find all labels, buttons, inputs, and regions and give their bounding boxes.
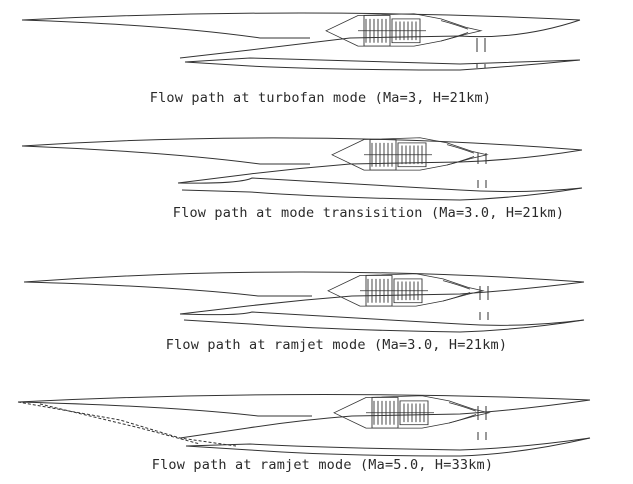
- caption-ramjet-mode-ma5: Flow path at ramjet mode (Ma=5.0, H=33km…: [151, 457, 494, 473]
- caption-turbofan-mode: Flow path at turbofan mode (Ma=3, H=21km…: [149, 90, 492, 106]
- flow-path-ramjet-ma5: [17, 393, 591, 457]
- caption-mode-transition: Flow path at mode transisition (Ma=3.0, …: [172, 205, 565, 221]
- flow-path-ramjet-ma3: [23, 271, 585, 333]
- flow-path-mode-transition: [21, 137, 583, 201]
- flow-path-turbofan: [21, 12, 581, 71]
- caption-ramjet-mode-ma3: Flow path at ramjet mode (Ma=3.0, H=21km…: [165, 337, 508, 353]
